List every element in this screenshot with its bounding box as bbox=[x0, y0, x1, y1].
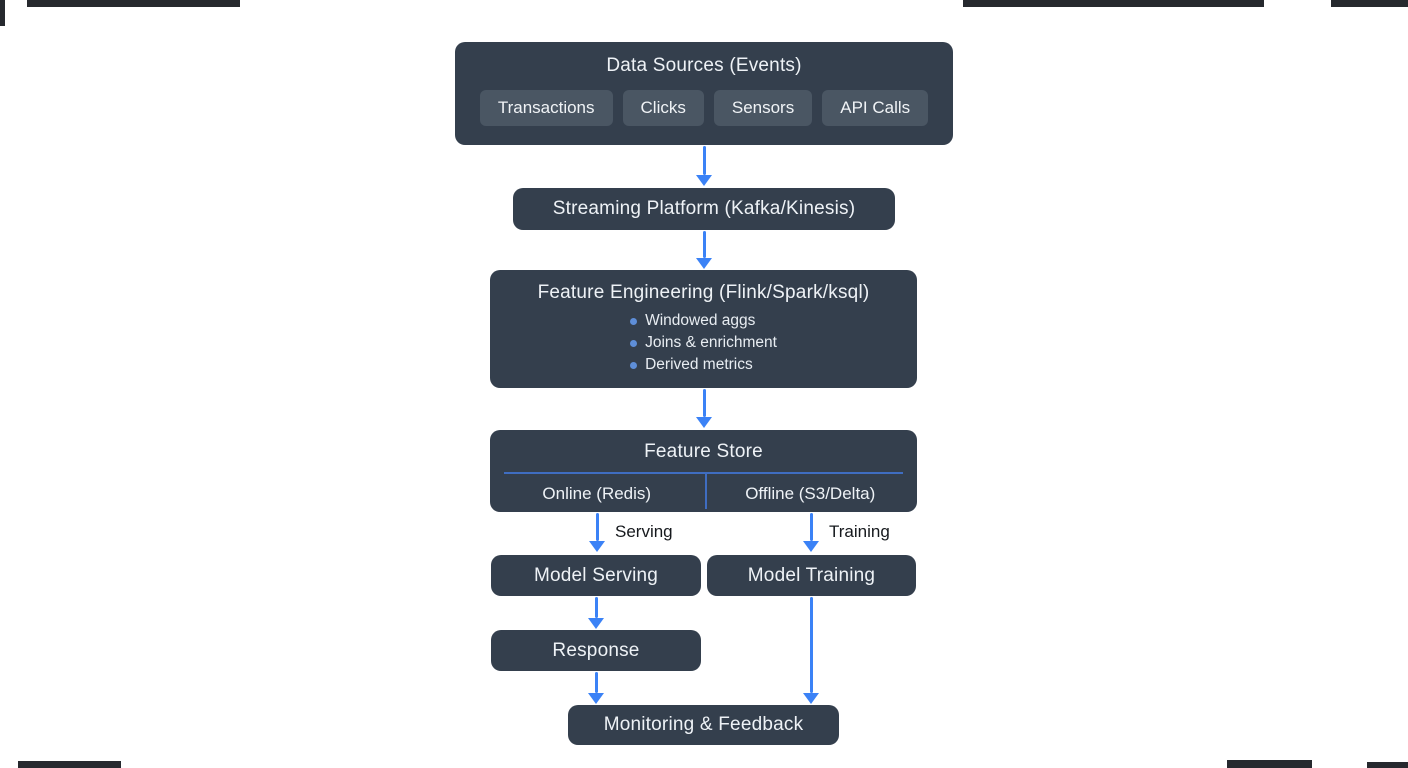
monitoring-feedback-title: Monitoring & Feedback bbox=[603, 714, 804, 735]
flow-arrow-response-to-monitoring bbox=[588, 672, 604, 704]
chip-clicks: Clicks bbox=[622, 90, 704, 126]
flow-arrow-sources-to-streaming bbox=[696, 146, 712, 186]
arrow-head-icon bbox=[588, 693, 604, 704]
data-source-chip-row: Transactions Clicks Sensors API Calls bbox=[455, 90, 953, 126]
cropped-window-edge bbox=[0, 0, 5, 26]
feature-store-title: Feature Store bbox=[644, 441, 763, 462]
cropped-window-edge bbox=[18, 761, 121, 768]
arrow-head-icon bbox=[696, 175, 712, 186]
feature-store-offline-cell: Offline (S3/Delta) bbox=[745, 484, 876, 503]
arrow-head-icon bbox=[803, 693, 819, 704]
cropped-window-edge bbox=[1331, 0, 1408, 7]
response-title: Response bbox=[552, 639, 640, 661]
training-edge-label: Training bbox=[829, 522, 890, 541]
feature-store-node: Feature Store Online (Redis) Offline (S3… bbox=[490, 430, 917, 512]
chip-api-calls: API Calls bbox=[822, 90, 929, 126]
arrow-shaft bbox=[702, 146, 706, 175]
streaming-platform-node: Streaming Platform (Kafka/Kinesis) bbox=[513, 188, 895, 230]
arrow-shaft bbox=[809, 597, 813, 693]
flow-arrow-store-to-training bbox=[803, 513, 819, 552]
arrow-shaft bbox=[809, 513, 813, 541]
arrow-head-icon bbox=[588, 618, 604, 629]
arrow-head-icon bbox=[589, 541, 605, 552]
cropped-window-edge bbox=[963, 0, 1264, 7]
arrow-head-icon bbox=[696, 258, 712, 269]
data-sources-title: Data Sources (Events) bbox=[606, 55, 802, 76]
feature-engineering-bullet-list: Windowed aggs Joins & enrichment Derived… bbox=[630, 310, 777, 376]
chip-transactions: Transactions bbox=[479, 90, 613, 126]
flow-arrow-serving-to-response bbox=[588, 597, 604, 629]
feature-engineering-title: Feature Engineering (Flink/Spark/ksql) bbox=[537, 282, 870, 303]
arrow-head-icon bbox=[803, 541, 819, 552]
monitoring-feedback-node: Monitoring & Feedback bbox=[568, 705, 839, 745]
cropped-window-edge bbox=[27, 0, 240, 7]
data-sources-node: Data Sources (Events) Transactions Click… bbox=[455, 42, 953, 145]
flow-arrow-streaming-to-fe bbox=[696, 231, 712, 269]
serving-edge-label: Serving bbox=[615, 522, 673, 541]
arrow-shaft bbox=[702, 389, 706, 417]
arrow-shaft bbox=[594, 672, 598, 693]
model-serving-title: Model Serving bbox=[533, 564, 659, 586]
arrow-shaft bbox=[702, 231, 706, 258]
feature-store-online-cell: Online (Redis) bbox=[542, 484, 652, 503]
flow-arrow-fe-to-store bbox=[696, 389, 712, 428]
arrow-shaft bbox=[595, 513, 599, 541]
response-node: Response bbox=[491, 630, 701, 671]
arrow-head-icon bbox=[696, 417, 712, 428]
streaming-platform-title: Streaming Platform (Kafka/Kinesis) bbox=[552, 198, 856, 219]
cropped-window-edge bbox=[1227, 760, 1312, 768]
feature-engineering-node: Feature Engineering (Flink/Spark/ksql) W… bbox=[490, 270, 917, 388]
bullet-joins-enrichment: Joins & enrichment bbox=[630, 332, 777, 354]
cropped-window-edge bbox=[1367, 762, 1408, 768]
bullet-windowed-aggs: Windowed aggs bbox=[630, 310, 777, 332]
feature-store-vertical-divider bbox=[705, 474, 708, 509]
arrow-shaft bbox=[594, 597, 598, 618]
flow-arrow-store-to-serving bbox=[589, 513, 605, 552]
feature-store-cells: Online (Redis) Offline (S3/Delta) bbox=[490, 474, 917, 514]
flow-arrow-training-to-monitoring bbox=[803, 597, 819, 704]
bullet-derived-metrics: Derived metrics bbox=[630, 354, 777, 376]
model-training-title: Model Training bbox=[747, 564, 876, 586]
model-training-node: Model Training bbox=[707, 555, 916, 596]
feature-store-divider bbox=[504, 472, 903, 474]
model-serving-node: Model Serving bbox=[491, 555, 701, 596]
chip-sensors: Sensors bbox=[713, 90, 813, 126]
